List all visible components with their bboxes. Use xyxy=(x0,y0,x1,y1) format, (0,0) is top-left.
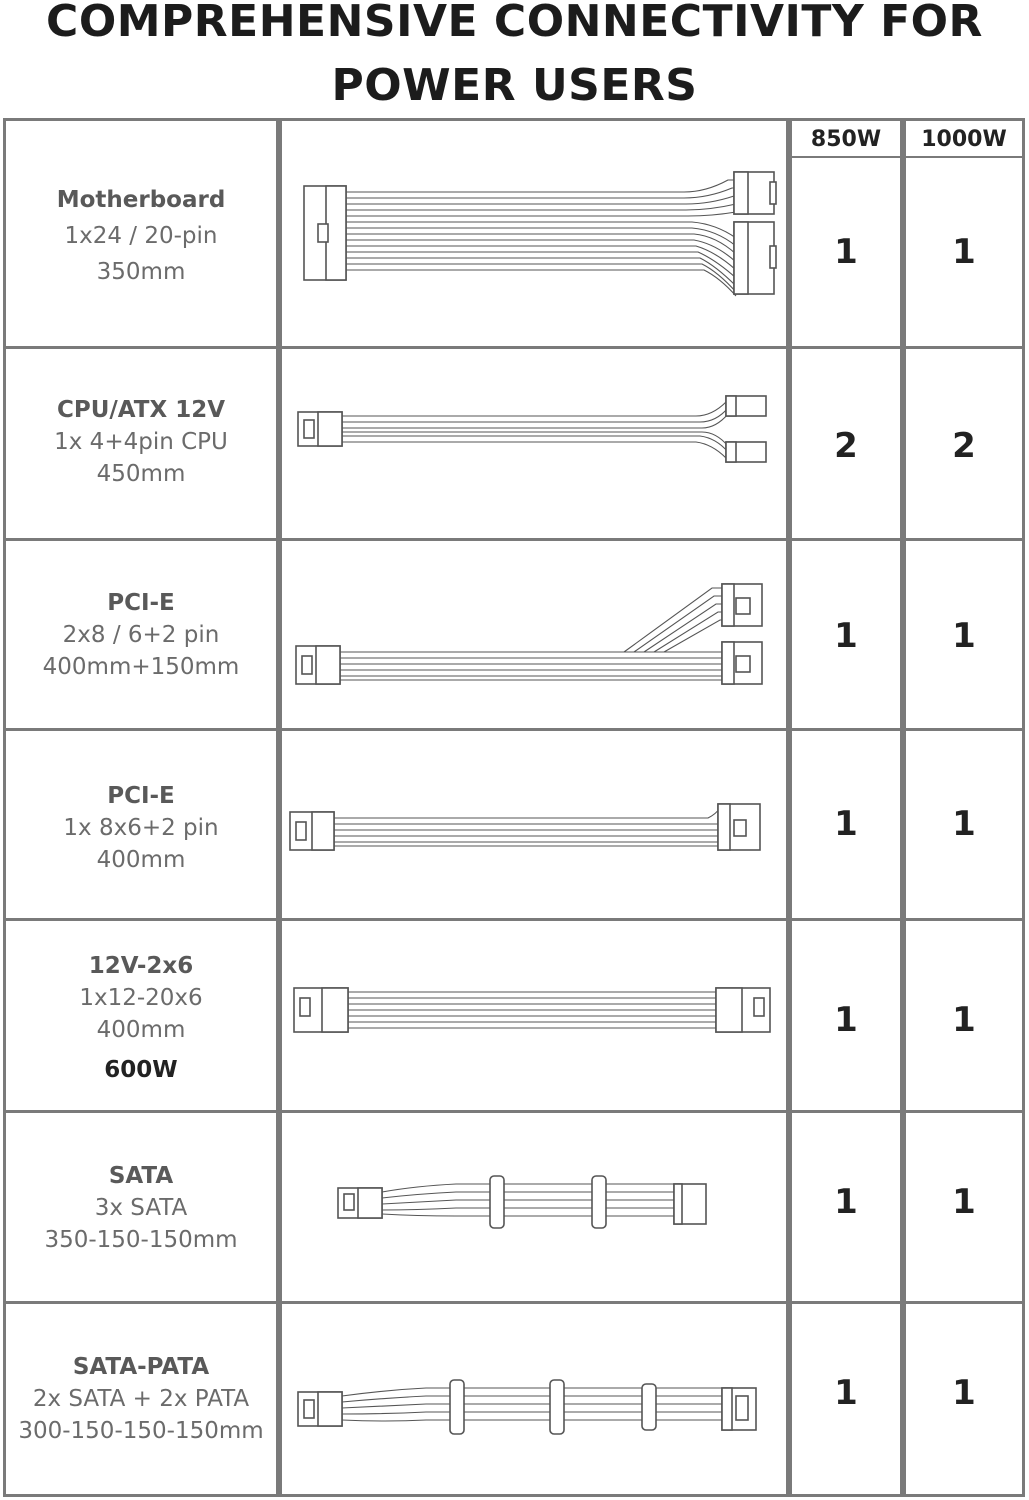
count-850w: 1 xyxy=(834,232,858,272)
cable-length: 300-150-150-150mm xyxy=(18,1418,264,1444)
cable-spec: 1x 8x6+2 pin xyxy=(63,815,219,841)
cable-length: 400mm xyxy=(96,847,186,873)
count-850w: 2 xyxy=(834,426,858,466)
cable-length: 350mm xyxy=(96,259,186,285)
cable-name: SATA-PATA xyxy=(72,1354,210,1380)
cable-spec: 2x8 / 6+2 pin xyxy=(62,622,220,648)
cable-name: SATA xyxy=(108,1163,174,1189)
cable-length: 400mm xyxy=(96,1017,186,1043)
12v-2x6-cable-icon xyxy=(293,987,771,1033)
cable-name: 12V-2x6 xyxy=(88,953,194,979)
row-label-motherboard: Motherboard 1x24 / 20-pin 350mm xyxy=(6,184,276,288)
cable-spec: 1x24 / 20-pin xyxy=(64,223,218,249)
column-divider-label xyxy=(276,121,279,1497)
cable-spec: 1x12-20x6 xyxy=(79,985,203,1011)
cable-spec: 3x SATA xyxy=(94,1195,188,1221)
count-850w: 1 xyxy=(834,1182,858,1222)
count-850w: 1 xyxy=(834,616,858,656)
cable-name: PCI-E xyxy=(107,783,175,809)
column-divider-label-inner xyxy=(279,121,282,1497)
row-label-12v-2x6: 12V-2x6 1x12-20x6 400mm 600W xyxy=(6,950,276,1086)
cable-length: 350-150-150mm xyxy=(44,1227,238,1253)
cable-name: PCI-E xyxy=(107,590,175,616)
header-underline-850 xyxy=(792,156,900,158)
column-divider-image xyxy=(786,121,789,1497)
table-left-border xyxy=(3,118,6,1497)
row-label-pcie-single: PCI-E 1x 8x6+2 pin 400mm xyxy=(6,780,276,876)
column-divider-850 xyxy=(900,121,903,1497)
row-separator xyxy=(3,538,1025,541)
count-850w: 1 xyxy=(834,804,858,844)
cpu-4plus4-cable-icon xyxy=(297,395,767,463)
table-bottom-border xyxy=(3,1494,1025,1497)
row-label-sata: SATA 3x SATA 350-150-150mm xyxy=(6,1160,276,1256)
row-label-pcie-dual: PCI-E 2x8 / 6+2 pin 400mm+150mm xyxy=(6,587,276,683)
count-850w: 1 xyxy=(834,1373,858,1413)
row-separator xyxy=(3,346,1025,349)
count-1000w: 1 xyxy=(952,804,976,844)
cable-length: 450mm xyxy=(96,461,186,487)
sata-cable-icon xyxy=(337,1175,707,1229)
count-1000w: 1 xyxy=(952,1182,976,1222)
page-title-line-2: POWER USERS xyxy=(331,60,698,111)
table-top-border xyxy=(3,118,1025,121)
count-850w: 1 xyxy=(834,1000,858,1040)
cable-wattage: 600W xyxy=(104,1057,178,1083)
column-header-1000w: 1000W xyxy=(921,127,1007,152)
row-label-cpu: CPU/ATX 12V 1x 4+4pin CPU 450mm xyxy=(6,394,276,490)
column-header-850w: 850W xyxy=(810,127,882,152)
pcie-single-cable-icon xyxy=(289,803,761,851)
cable-length: 400mm+150mm xyxy=(42,654,240,680)
cable-name: Motherboard xyxy=(56,187,226,213)
cable-spec: 1x 4+4pin CPU xyxy=(54,429,228,455)
motherboard-24pin-cable-icon xyxy=(303,171,777,297)
row-separator xyxy=(3,728,1025,731)
row-separator xyxy=(3,918,1025,921)
header-underline-1000 xyxy=(906,156,1022,158)
count-1000w: 1 xyxy=(952,232,976,272)
row-label-sata-pata: SATA-PATA 2x SATA + 2x PATA 300-150-150-… xyxy=(4,1351,278,1447)
sata-pata-cable-icon xyxy=(297,1379,757,1435)
cable-name: CPU/ATX 12V xyxy=(56,397,226,423)
column-divider-850-inner xyxy=(903,121,906,1497)
column-divider-image-inner xyxy=(789,121,792,1497)
cable-spec: 2x SATA + 2x PATA xyxy=(32,1386,250,1412)
count-1000w: 2 xyxy=(952,426,976,466)
row-separator xyxy=(3,1110,1025,1113)
pcie-dual-cable-icon xyxy=(295,583,763,685)
count-1000w: 1 xyxy=(952,616,976,656)
page-title-line-1: COMPREHENSIVE CONNECTIVITY FOR xyxy=(46,0,983,47)
table-right-border xyxy=(1022,118,1025,1497)
count-1000w: 1 xyxy=(952,1000,976,1040)
count-1000w: 1 xyxy=(952,1373,976,1413)
row-separator xyxy=(3,1301,1025,1304)
